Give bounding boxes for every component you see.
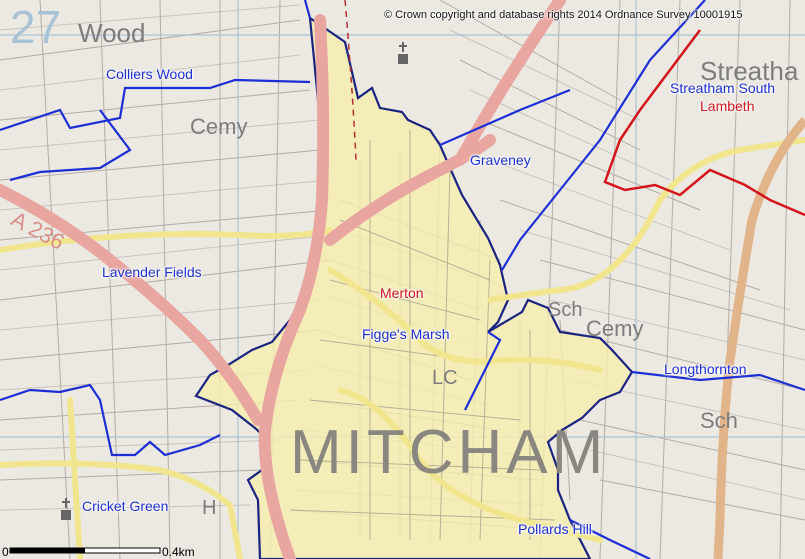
borough-boundary-lambeth bbox=[603, 29, 805, 217]
ward-label-figges-marsh[interactable]: Figge's Marsh bbox=[362, 326, 450, 342]
os-label-lc: LC bbox=[432, 367, 458, 389]
os-label-streatham: Streatha bbox=[700, 56, 799, 86]
town-label-mitcham: MITCHAM bbox=[290, 418, 608, 487]
copyright-notice: © Crown copyright and database rights 20… bbox=[384, 9, 743, 21]
scale-bar-graphic bbox=[9, 547, 161, 554]
os-label-sch: Sch bbox=[548, 299, 583, 321]
scale-bar-start: 0 bbox=[2, 545, 9, 559]
ward-label-streatham-south[interactable]: Streatham South bbox=[670, 80, 776, 96]
scale-bar-end: 0.4km bbox=[162, 545, 195, 559]
ward-area-figges-marsh bbox=[194, 15, 634, 559]
railway bbox=[344, 0, 357, 161]
ward-label-graveney[interactable]: Graveney bbox=[470, 152, 531, 168]
ward-label-cricket-green[interactable]: Cricket Green bbox=[82, 498, 169, 514]
ward-label-lavender-fields[interactable]: Lavender Fields bbox=[102, 264, 202, 280]
borough-label-merton[interactable]: Merton bbox=[380, 285, 424, 301]
ward-label-colliers-wood[interactable]: Colliers Wood bbox=[106, 66, 193, 82]
os-label-sch-2: Sch bbox=[700, 408, 738, 433]
os-label-cemy: Cemy bbox=[190, 114, 248, 139]
major-roads bbox=[0, 0, 566, 559]
church-icon bbox=[60, 498, 72, 522]
os-label-cemy-2: Cemy bbox=[586, 316, 644, 341]
minor-roads bbox=[0, 137, 805, 559]
ward-label-longthornton[interactable]: Longthornton bbox=[664, 361, 747, 377]
os-label-h: H bbox=[202, 497, 217, 519]
borough-label-lambeth[interactable]: Lambeth bbox=[700, 98, 755, 114]
church-icon bbox=[397, 42, 409, 66]
os-label-wood: Wood bbox=[78, 18, 146, 48]
ward-label-pollards-hill[interactable]: Pollards Hill bbox=[518, 521, 592, 537]
grid-number-27: 27 bbox=[10, 1, 62, 53]
other-road bbox=[713, 117, 805, 559]
